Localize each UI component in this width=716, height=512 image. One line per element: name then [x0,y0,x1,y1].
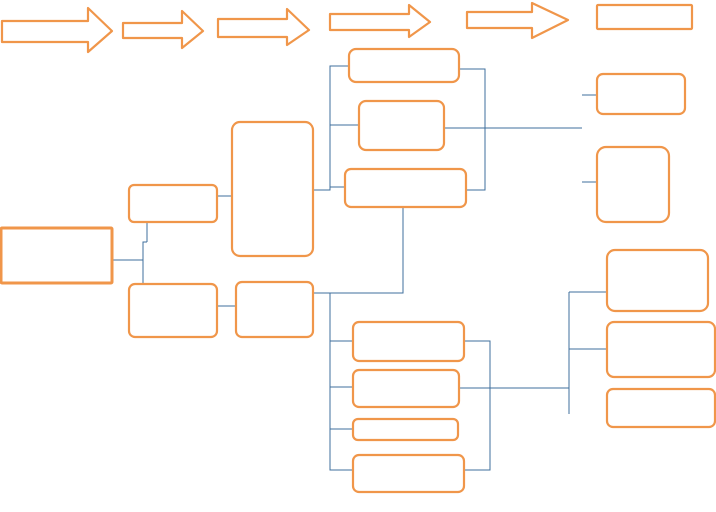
left-upper-box [127,183,219,224]
header-arrow-2 [121,9,205,50]
connector-tall-to-top-bracket [313,65,349,191]
bottom-node-1 [351,320,466,363]
connector-bottom-right-bracket [464,340,491,471]
center-lower-box [234,280,315,339]
right-bottom-box-1 [605,248,710,313]
bottom-node-2 [351,368,461,409]
left-lower-box [127,282,219,339]
connector-top-right-bracket [459,68,486,191]
connector-topnode3-to-bottom [330,207,404,294]
top-node-1 [347,47,461,84]
header-arrow-1 [0,6,114,54]
connector-bottom-left-bracket [329,293,353,471]
header-arrow-3 [216,7,311,47]
header-arrow-4 [328,3,432,39]
right-bottom-box-2 [605,320,716,379]
bottom-node-4 [351,453,466,494]
right-top-box-1 [595,72,687,116]
tall-center-box [230,120,315,258]
connectors [113,65,607,471]
right-bottom-box-3 [605,387,716,429]
right-top-box-2 [595,145,671,224]
top-node-2 [357,99,446,152]
header-box-end [595,3,694,31]
connector-root-to-left-boxes [113,259,144,284]
header-arrow-5 [465,1,570,40]
top-node-3 [343,167,468,209]
connector-root-to-left-upper [142,241,147,260]
bottom-node-3 [351,417,460,442]
root-box [0,226,114,285]
